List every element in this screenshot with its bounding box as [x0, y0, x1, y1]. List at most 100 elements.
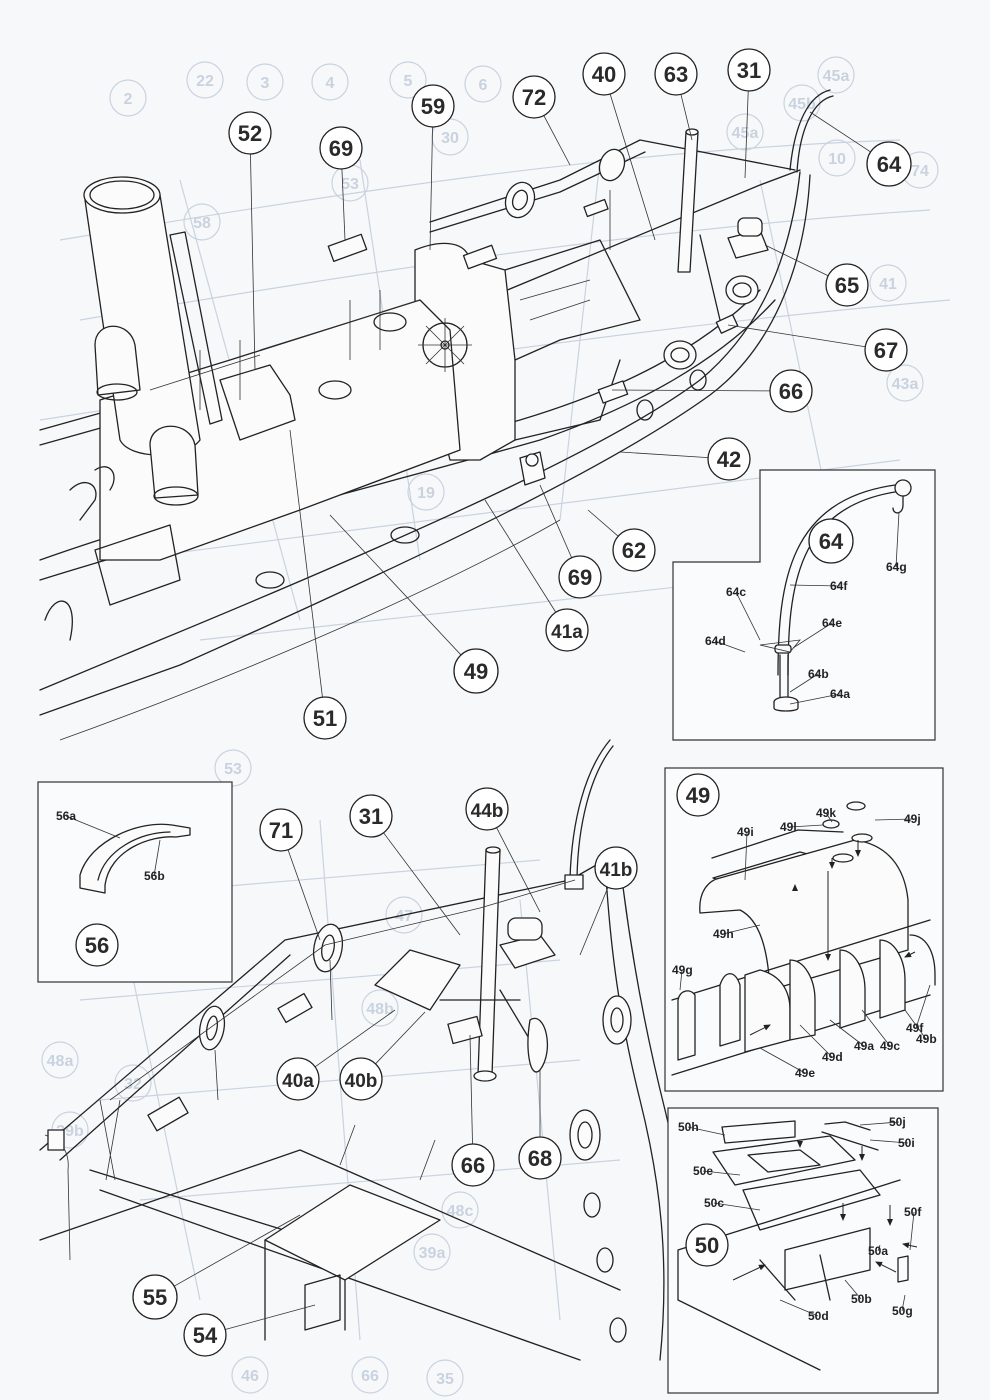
ghost-callout-label: 47	[395, 908, 413, 925]
callout-64-top: 64	[866, 141, 912, 187]
ghost-callout-label: 45b	[788, 96, 816, 113]
part-label-50i: 50i	[898, 1136, 915, 1150]
callout-63: 63	[654, 52, 698, 96]
inset-56-bracket	[37, 781, 233, 983]
part-leader-50g	[901, 1294, 906, 1312]
callout-circle	[864, 328, 908, 372]
ghost-callout	[389, 61, 427, 99]
part-leader-64b	[789, 673, 819, 693]
callout-circle	[654, 52, 698, 96]
ghost-callout-label: 53	[341, 176, 359, 193]
part-leader-50j	[859, 1121, 900, 1126]
leader-line-40	[609, 93, 656, 241]
leader-line-59	[429, 126, 433, 251]
part-leader-50h	[687, 1126, 726, 1136]
ships-wheel	[418, 318, 472, 372]
callout-59: 59	[411, 84, 455, 128]
part-leader-64c	[735, 591, 761, 641]
callout-label: 65	[835, 273, 859, 298]
leader-line-49	[329, 514, 462, 656]
ghost-callout	[464, 65, 502, 103]
leader-line-54	[225, 1304, 316, 1330]
ghost-callout	[114, 1064, 152, 1102]
part-leader-49i	[744, 831, 748, 881]
callout-circle	[453, 648, 499, 694]
part-leader-64d	[714, 640, 746, 653]
ghost-callout	[886, 364, 924, 402]
part-label-50d: 50d	[808, 1309, 829, 1323]
ghost-callout	[183, 203, 221, 241]
part-label-49f: 49f	[906, 1021, 924, 1035]
ghost-callout-label: 46	[241, 1368, 259, 1385]
ghost-callout-label: 45a	[732, 125, 759, 142]
callout-72: 72	[512, 75, 556, 119]
ghost-callout-label: 43a	[892, 376, 919, 393]
part-label-50b: 50b	[851, 1292, 872, 1306]
callout-51: 51	[303, 696, 347, 740]
callout-label: 72	[522, 85, 546, 110]
callout-circle	[808, 518, 854, 564]
callout-68: 68	[518, 1136, 562, 1180]
leader-line-64-top	[809, 111, 871, 153]
leader-line-52	[250, 153, 256, 371]
callout-label: 71	[269, 818, 293, 843]
callout-circle	[303, 696, 347, 740]
ghost-callout	[818, 139, 856, 177]
callout-label: 44b	[471, 801, 504, 822]
ghost-callout-label: 58	[193, 215, 211, 232]
leader-line-42	[619, 451, 709, 459]
ghost-callout-label: 39a	[419, 1245, 446, 1262]
leader-line-69-top	[341, 168, 346, 241]
inset-title-label: 64	[819, 529, 844, 554]
part-leader-64f	[789, 584, 841, 587]
ghost-callout	[186, 61, 224, 99]
part-label-56a: 56a	[56, 809, 76, 823]
callout-67: 67	[864, 328, 908, 372]
ghost-callout-label: 48c	[447, 1203, 474, 1220]
callout-circle	[769, 369, 813, 413]
callout-circle	[594, 846, 638, 890]
callout-44b: 44b	[465, 787, 509, 831]
ghost-callout	[246, 63, 284, 101]
part-leader-64e	[792, 622, 833, 649]
ghost-callout-label: 30	[441, 130, 459, 147]
callout-label: 40	[592, 62, 616, 87]
ghost-callout-label: 6	[479, 77, 488, 94]
inset-title-label: 50	[695, 1233, 719, 1258]
leader-line-62	[587, 509, 619, 537]
callout-label: 59	[421, 94, 445, 119]
callout-41a: 41a	[545, 608, 589, 652]
part-label-49b: 49b	[916, 1032, 937, 1046]
callout-circle	[276, 1057, 320, 1101]
inset-title-label: 56	[85, 933, 109, 958]
part-leader-56b	[153, 839, 161, 877]
callout-circle	[228, 111, 272, 155]
leader-line-51	[289, 429, 323, 698]
callout-65: 65	[825, 263, 869, 307]
leader-line-71	[287, 849, 321, 941]
callout-66-bottom: 66	[451, 1143, 495, 1187]
part-label-64d: 64d	[705, 634, 726, 648]
ghost-callout-label: 45a	[823, 68, 850, 85]
part-leader-49d	[799, 1024, 833, 1058]
part-leader-64a	[789, 693, 841, 705]
part-leader-50c	[713, 1202, 761, 1211]
callout-62: 62	[612, 528, 656, 572]
callout-label: 66	[461, 1153, 485, 1178]
callout-42: 42	[707, 437, 751, 481]
part-label-64b: 64b	[808, 667, 829, 681]
callout-66-top: 66	[769, 369, 813, 413]
part-leader-50d	[779, 1299, 819, 1317]
part-label-49l: 49l	[780, 820, 797, 834]
leader-line-66-bottom	[469, 1034, 473, 1145]
part-label-49d: 49d	[822, 1050, 843, 1064]
part-leader-49c	[861, 1009, 891, 1047]
callout-40b: 40b	[339, 1057, 383, 1101]
part-leader-49h	[722, 924, 761, 935]
ghost-callout-label: 19	[417, 485, 435, 502]
part-label-49a: 49a	[854, 1039, 874, 1053]
leader-line-40a	[314, 1009, 396, 1068]
callout-label: 55	[143, 1285, 167, 1310]
leader-line-31-bottom	[383, 832, 461, 936]
callout-31-top: 31	[727, 48, 771, 92]
